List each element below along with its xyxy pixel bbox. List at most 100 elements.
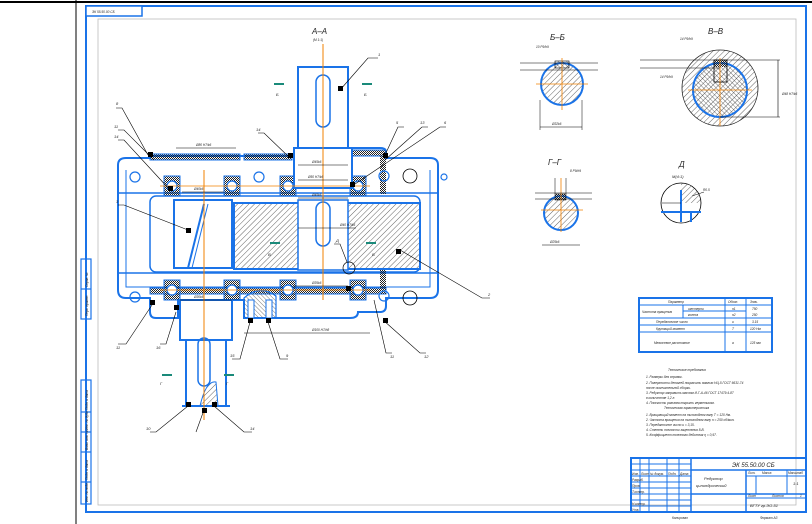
note-line-4: 3. Редуктор заправить маслом И-Г-А-46 ГО…	[646, 391, 734, 395]
marker-g-left: Г	[160, 381, 163, 386]
dim-40-top: Ø40k6	[193, 187, 204, 191]
note-line-2: 2. Поверхности деталей покрасить эмалью …	[645, 381, 744, 385]
dim-45: Ø45k6	[311, 160, 322, 164]
callout-1: 1	[378, 52, 380, 57]
spec-row-2-val: 3.15	[752, 320, 758, 324]
side-label-6: Подп. и дата	[85, 460, 89, 480]
copied-label: Копировал	[672, 516, 688, 520]
stamp-code: ЭК 55.50.00 СБ	[92, 10, 115, 14]
stamp-box	[85, 5, 143, 17]
callout-13: 13	[420, 120, 425, 125]
callout-5: 5	[396, 120, 399, 125]
spec-row-1-val: 250	[751, 313, 758, 317]
dim-80: Ø80 H7/k6	[195, 143, 211, 147]
side-label-2: Справ. №	[85, 272, 89, 287]
spec-row-0-name: Частота вращения	[642, 310, 672, 314]
spec-row-0-sub: шестерни	[688, 307, 704, 311]
section-title-g-g: Г–Г	[548, 158, 562, 167]
dim-50: Ø50 H7/k6	[307, 175, 323, 179]
spec-row-0-sym: n1	[732, 307, 736, 311]
section-b-b	[520, 58, 598, 130]
role-approve: Утв.	[632, 508, 639, 512]
title-block	[630, 457, 807, 513]
g-g-key: 8 P9/h9	[570, 169, 581, 173]
spec-row-4-name: Межосевое расстояние	[654, 341, 690, 345]
callout-6: 6	[444, 120, 447, 125]
note-line-11: 4. Степень точности зацепления 8-В.	[646, 428, 705, 432]
scale-value: 1:1	[793, 481, 799, 486]
lit-label: Лит.	[747, 471, 756, 475]
dim-45b: Ø45k6	[311, 193, 322, 197]
spec-row-3-val: 120 Нм	[750, 327, 762, 331]
sheet-label: Лист	[747, 494, 757, 498]
callout-15: 15	[230, 353, 235, 358]
note-line-5: в количестве 1,2 л.	[646, 396, 675, 400]
callout-3: 3	[116, 199, 119, 204]
spec-row-1-sub: колеса	[688, 313, 698, 317]
spec-row-1-sym: n2	[732, 313, 736, 317]
detail-marker: Д	[335, 238, 339, 243]
dim-35: Ø35k6	[311, 281, 322, 285]
spec-header-val: Знач.	[750, 300, 758, 304]
section-scale: (М 1:1)	[313, 38, 323, 42]
note-line-7: Техническая характеристика	[664, 406, 709, 410]
spec-table	[638, 297, 773, 353]
note-line-12: 5. Коэффициент полезного действия η = 0,…	[646, 433, 717, 437]
role-check: Пров.	[632, 484, 641, 488]
g-g-dim: Ø25k6	[549, 240, 560, 244]
callout-14c: 14	[250, 426, 255, 431]
detail-d	[660, 182, 705, 224]
side-label-3: Подп. и дата	[85, 390, 89, 410]
dim-30: Ø30k6	[193, 295, 204, 299]
spec-row-4-sym: a	[732, 341, 734, 345]
callout-14b: 14	[256, 127, 261, 132]
role-sign: Подп.	[668, 472, 677, 476]
main-view	[116, 44, 490, 433]
doc-code: ЭК 55.50.00 СБ	[732, 463, 775, 469]
callout-11: 11	[114, 124, 118, 129]
marker-v-right: В	[372, 252, 375, 257]
sheets-value: 1	[800, 494, 802, 498]
mass-label: Масса	[762, 471, 772, 475]
note-line-6: 4. Плоскость разъема покрыть герметиком.	[646, 401, 715, 405]
marker-b-right: Б	[364, 92, 367, 97]
v-v-dim: Ø48 H7/k6	[781, 92, 797, 96]
detail-scale: М(4:1)	[672, 174, 684, 179]
callout-10: 10	[146, 426, 151, 431]
scale-label: Масштаб	[788, 471, 803, 475]
detail-title: Д	[678, 160, 685, 169]
notes-title: Технические требования	[668, 368, 706, 372]
callout-9: 9	[286, 353, 289, 358]
section-title-v-v: В–В	[708, 27, 724, 36]
callout-16: 16	[156, 345, 161, 350]
role-tcontrol: Т.контр.	[632, 490, 645, 494]
callout-11c: 11	[390, 354, 394, 359]
callout-2: 2	[487, 292, 491, 297]
v-v-key-top: 14 P9/h9	[680, 37, 693, 41]
role-izm: Изм.	[632, 472, 639, 476]
side-label-7: Инв. № подл.	[85, 482, 89, 502]
note-line-10: 3. Передаточное число u = 3,15.	[646, 423, 695, 427]
dim-100: Ø100 H7/h8	[311, 328, 329, 332]
side-label-5: Взам. инв. №	[85, 430, 89, 450]
v-v-key-mid: 14 P9/h9	[660, 75, 673, 79]
sheets-label: Листов	[771, 494, 784, 498]
section-title-a-a: А–А	[311, 27, 327, 36]
spec-row-2-sym: u	[732, 320, 734, 324]
side-label-4: Инв. № дубл.	[85, 410, 89, 430]
detail-dim: R0.5	[703, 188, 710, 192]
format-label: Формат А3	[760, 516, 778, 520]
callout-8: 8	[116, 101, 119, 106]
product-name-1: Редуктор	[704, 476, 723, 481]
callout-14: 14	[114, 134, 119, 139]
spec-row-3-name: Крутящий момент	[656, 327, 685, 331]
org-name: ВГТУ гр.ЭО-51	[750, 503, 778, 508]
note-line-3: после окончательной сборки.	[646, 386, 691, 390]
marker-b-left: Б	[276, 92, 279, 97]
section-g-g	[535, 178, 592, 246]
spec-row-4-val: 125 мм	[750, 341, 761, 345]
note-line-8: 1. Вращающий момент на тихоходном валу Т…	[646, 413, 731, 417]
section-title-b-b: Б–Б	[550, 33, 565, 42]
spec-row-2-name: Передаточное число	[656, 320, 688, 324]
